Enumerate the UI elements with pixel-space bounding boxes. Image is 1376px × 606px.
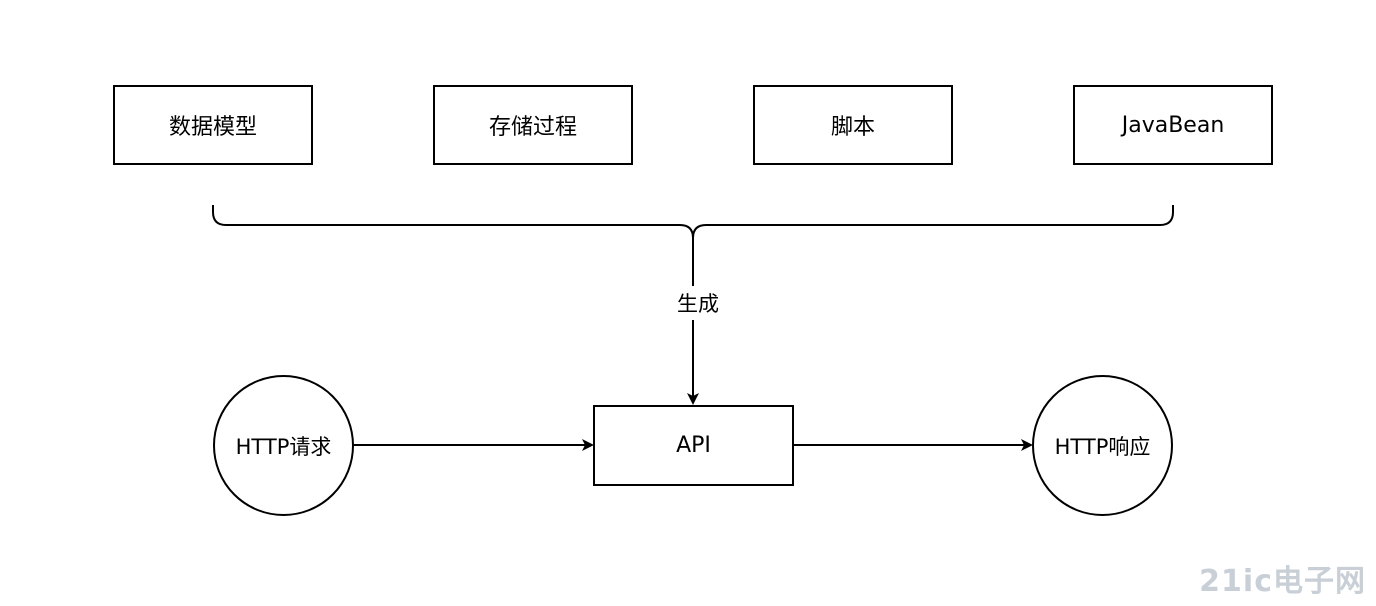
data-model-label: 数据模型 [168,115,257,140]
http-response-label: HTTP响应 [1054,434,1151,459]
script-label: 脚本 [830,115,875,140]
http-request-label: HTTP请求 [235,434,332,459]
script-node: 脚本 [753,85,953,165]
watermark-logo: 21ic电子网 [1199,564,1366,599]
data-model-node: 数据模型 [113,85,313,165]
api-node: API [593,405,794,486]
api-label: API [676,433,711,458]
javabean-node: JavaBean [1073,85,1273,165]
stored-procedure-label: 存储过程 [488,115,577,140]
grouping-brace [212,205,1174,239]
stored-procedure-node: 存储过程 [433,85,633,165]
generate-label: 生成 [673,286,723,320]
javabean-label: JavaBean [1121,112,1225,138]
http-request-node: HTTP请求 [213,375,354,516]
http-response-node: HTTP响应 [1032,375,1173,516]
